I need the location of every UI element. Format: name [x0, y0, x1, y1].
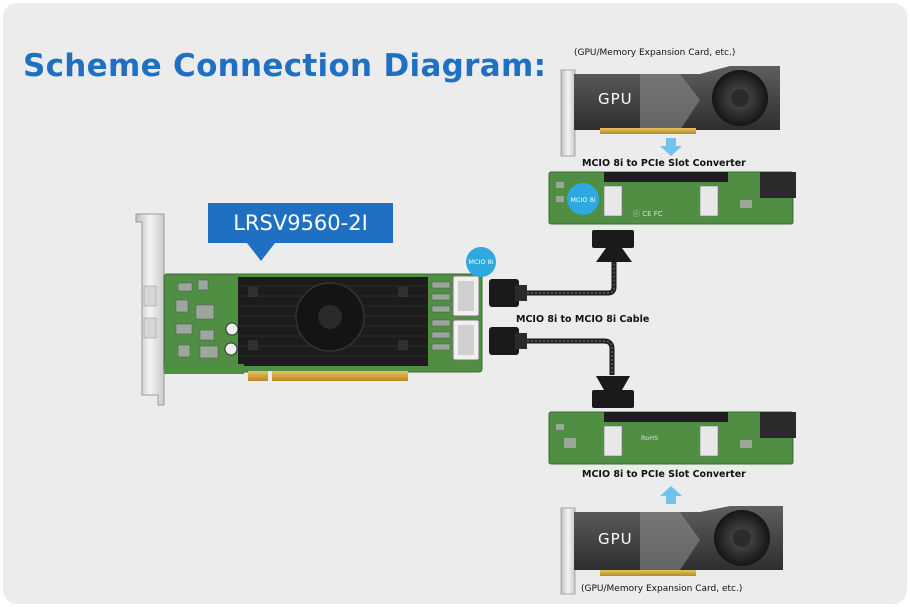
- cable-label: MCIO 8i to MCIO 8i Cable: [516, 314, 650, 325]
- converter-bottom: RoHS: [548, 411, 796, 465]
- gpu-card-top: GPU: [560, 66, 780, 157]
- model-badge: LRSV9560-2I: [208, 203, 393, 261]
- svg-text:ⓒ CE FC: ⓒ CE FC: [633, 210, 663, 218]
- mcio-cable-bottom: [489, 327, 634, 408]
- svg-text:RoHS: RoHS: [641, 434, 658, 442]
- gpu-bottom-caption: (GPU/Memory Expansion Card, etc.): [581, 584, 743, 594]
- gpu-card-bottom: GPU: [560, 506, 783, 595]
- converter-bottom-caption: MCIO 8i to PCIe Slot Converter: [582, 469, 746, 480]
- converter-top-caption: MCIO 8i to PCIe Slot Converter: [582, 158, 746, 169]
- gpu-top-label: GPU: [598, 90, 633, 108]
- gpu-bottom-label: GPU: [598, 530, 633, 548]
- card-mcio-badge: MCIO 8i: [466, 247, 496, 277]
- converter-top-mcio-badge: MCIO 8i: [567, 183, 599, 215]
- mcio-cable-top: [489, 230, 634, 307]
- pcie-bracket: [135, 213, 165, 406]
- pcie-gold-fingers: [248, 371, 408, 381]
- arrow-up-icon: [660, 486, 682, 504]
- svg-text:MCIO 8i: MCIO 8i: [468, 258, 493, 266]
- model-label: LRSV9560-2I: [233, 211, 368, 235]
- arrow-down-icon: [660, 138, 682, 156]
- converter-top: ⓒ CE FC: [548, 171, 796, 225]
- diagram-title: Scheme Connection Diagram:: [23, 48, 547, 84]
- svg-text:MCIO 8i: MCIO 8i: [570, 196, 595, 204]
- raid-card: [135, 213, 483, 406]
- gpu-top-caption: (GPU/Memory Expansion Card, etc.): [574, 48, 736, 58]
